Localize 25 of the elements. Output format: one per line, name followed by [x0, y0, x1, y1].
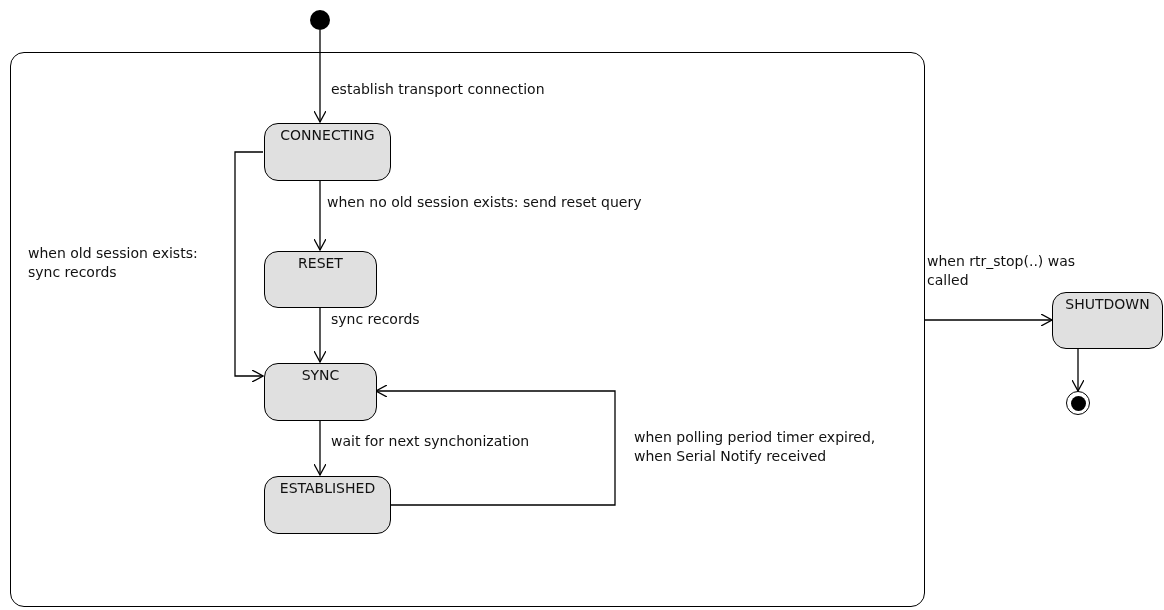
- arrow: [313, 306, 327, 363]
- arrow: [313, 419, 327, 476]
- edge-label: sync records: [331, 310, 420, 329]
- state-name: ESTABLISHED: [279, 480, 376, 496]
- edge-label: establish transport connection: [331, 80, 545, 99]
- arrow: [924, 313, 1053, 327]
- state-box: [264, 476, 391, 534]
- state-name: SYNC: [301, 367, 340, 383]
- arrow: [234, 151, 264, 383]
- state-name: RESET: [298, 255, 343, 271]
- arrow: [1071, 348, 1085, 392]
- composite-state-box: [10, 52, 925, 607]
- final-state: [1066, 391, 1090, 415]
- arrow: [313, 29, 327, 123]
- edge-label: wait for next synchonization: [331, 432, 530, 451]
- state-box: [1052, 292, 1163, 349]
- arrow: [313, 179, 327, 251]
- state-box: [264, 363, 377, 421]
- state-name: SHUTDOWN: [1065, 296, 1150, 312]
- state-box: [264, 123, 391, 181]
- state-name: CONNECTING: [280, 127, 375, 143]
- state-box: [264, 251, 377, 308]
- initial-state: [310, 10, 330, 30]
- edge-label: when no old session exists: send reset query: [327, 193, 642, 212]
- arrow: [375, 384, 616, 506]
